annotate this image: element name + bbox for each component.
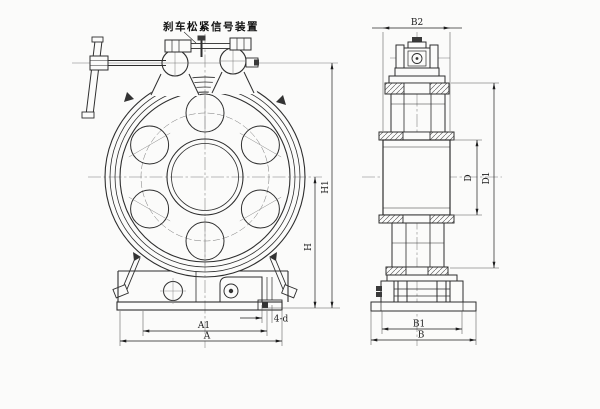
tie-rods	[112, 252, 298, 299]
bracket-right-post	[436, 280, 447, 303]
clamp-step-2	[388, 75, 446, 84]
label-A: A	[203, 332, 211, 342]
right-rod-fitting	[229, 37, 252, 51]
clamp-left-plate	[395, 44, 405, 72]
left-rod-fitting	[164, 39, 192, 53]
hole-upper-right	[240, 125, 280, 165]
label-H: H	[304, 243, 314, 251]
side-base-plate	[370, 301, 477, 312]
left-bracket-fill	[150, 72, 200, 96]
base-bolt-bracket	[219, 276, 263, 302]
upper-shaft-column	[390, 93, 446, 133]
hole-lower-right	[240, 189, 280, 229]
label-D1: D1	[482, 172, 492, 185]
hole-upper-left	[130, 125, 170, 165]
side-view-pedestal	[370, 274, 477, 312]
drum-body	[382, 139, 451, 216]
clamp-right-plate	[429, 44, 439, 72]
bracket-left-wall	[380, 280, 395, 304]
label-4d: 4-d	[274, 315, 289, 325]
clamp-step-1	[394, 67, 440, 77]
lever-bottom-cap	[81, 111, 95, 119]
right-lug-pin-head	[254, 59, 259, 66]
lever-hub	[89, 55, 109, 71]
front-view-brake-wheel	[104, 76, 306, 278]
label-D: D	[464, 174, 474, 181]
label-B: B	[418, 331, 425, 341]
hole-lower-left	[130, 189, 170, 229]
annotation-brake-signal-device: 刹车松紧信号装置	[163, 20, 259, 33]
clamp-knob-cap	[412, 37, 422, 42]
base-plate	[116, 301, 283, 311]
annotation-leader-line	[183, 31, 197, 44]
upper-flange-band	[384, 82, 450, 95]
wheel-rim-ring-3	[114, 86, 296, 268]
wheel-rim-ring-2	[109, 81, 301, 273]
label-B1: B1	[413, 320, 425, 330]
brake-hand-lever	[81, 36, 166, 119]
left-rim-dart	[124, 92, 134, 102]
bracket-right-wall	[449, 280, 464, 304]
hole-center-ticks	[128, 89, 282, 265]
bracket-side-bolt-2	[376, 292, 382, 297]
lower-shaft-column	[391, 222, 445, 268]
lever-bar	[85, 40, 103, 116]
label-H1: H1	[321, 180, 331, 194]
base-bolt-hole	[223, 283, 239, 299]
right-rim-dart	[276, 95, 286, 105]
adjuster-bolt-head	[197, 35, 206, 41]
bracket-side-bolt-1	[376, 286, 382, 291]
dimension-lines	[120, 26, 496, 343]
side-view-brake-assembly	[370, 37, 477, 312]
wheel-outer-rim	[104, 76, 306, 278]
lever-top-cap	[91, 36, 104, 43]
signal-rod-assembly	[164, 35, 252, 57]
hub-inner-circle	[171, 143, 239, 211]
dimension-labels: A1 A 4-d H H1 B2 D D1 B1 B	[197, 18, 492, 342]
bracket-left-post	[397, 280, 408, 303]
top-clamp-mechanism	[388, 37, 446, 84]
bracket-top-plate	[386, 274, 458, 282]
brake-drum	[378, 131, 455, 224]
top-lug-brackets	[150, 47, 259, 96]
base-plate-right-step	[257, 299, 283, 311]
front-view-pedestal	[116, 270, 289, 311]
base-dark-bolt	[262, 302, 268, 308]
lower-flange-band	[385, 266, 449, 276]
label-B2: B2	[411, 18, 423, 28]
label-A1: A1	[197, 321, 210, 331]
hub-outer-circle	[166, 138, 244, 216]
